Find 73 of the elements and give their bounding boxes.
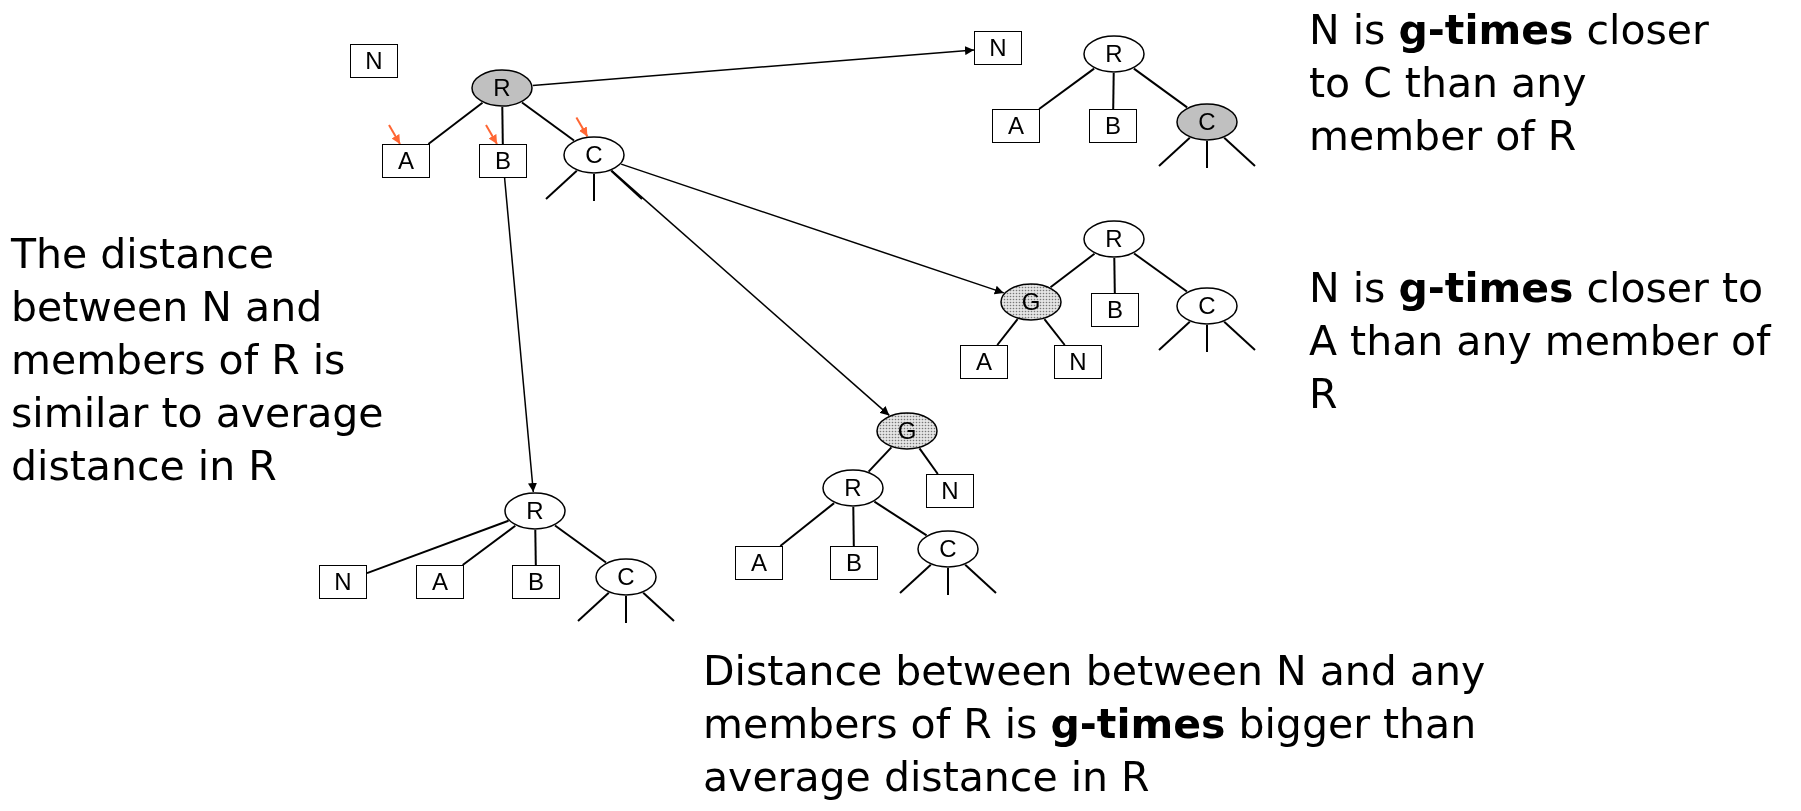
leaf-node: B <box>512 565 560 599</box>
internal-node: G <box>876 412 938 450</box>
pointer-arrow <box>485 124 498 145</box>
tree-branch <box>501 106 504 145</box>
tree-branch <box>461 524 517 566</box>
internal-node: C <box>563 136 625 174</box>
internal-node: C <box>1176 103 1238 141</box>
branch-stub <box>593 173 595 202</box>
tree-branch <box>1132 67 1189 109</box>
tree-branch <box>427 101 484 145</box>
tree-branch <box>521 101 575 142</box>
tree-branch <box>918 447 939 475</box>
pointer-arrow <box>575 116 589 138</box>
branch-stub <box>1206 324 1208 353</box>
leaf-node: A <box>735 546 783 580</box>
internal-node: R <box>1083 220 1145 258</box>
description-text: N is g-times closer to C than any member of R <box>1309 5 1709 162</box>
tree-branch <box>779 502 836 547</box>
tree-branch <box>867 446 893 473</box>
tree-branch <box>996 318 1019 346</box>
leaf-node: N <box>319 565 367 599</box>
tree-branch <box>852 506 855 547</box>
pointer-arrow <box>388 124 401 145</box>
branch-stub <box>1158 320 1191 351</box>
tree-branch <box>1043 318 1066 346</box>
leaf-node: A <box>960 345 1008 379</box>
branch-stub <box>1158 136 1191 167</box>
leaf-node: N <box>1054 345 1102 379</box>
tree-branch <box>873 500 928 537</box>
leaf-node: A <box>992 109 1040 143</box>
tree-branch <box>534 529 537 566</box>
leaf-node: B <box>830 546 878 580</box>
arrow <box>620 163 1005 295</box>
branch-stub <box>1223 136 1256 167</box>
leaf-node: B <box>479 144 527 178</box>
internal-node: G <box>1000 283 1062 321</box>
arrow <box>503 177 537 493</box>
arrow <box>531 46 975 87</box>
branch-stub <box>642 591 675 622</box>
tree-branch <box>1113 257 1116 294</box>
branch-stub <box>545 169 578 200</box>
branch-stub <box>899 563 932 594</box>
branch-stub <box>625 595 627 624</box>
branch-stub <box>577 591 610 622</box>
description-text: N is g-times closer to A than any member of R <box>1309 263 1773 420</box>
leaf-node: B <box>1089 109 1137 143</box>
leaf-node: B <box>1091 293 1139 327</box>
internal-node: C <box>1176 287 1238 325</box>
arrow <box>610 169 891 417</box>
description-text: Distance between between N and any members of R is g-times bigger than average distance in R <box>703 646 1487 803</box>
tree-branch <box>554 524 607 564</box>
tree-branch <box>1049 252 1096 289</box>
branch-stub <box>1223 320 1256 351</box>
leaf-node: N <box>974 31 1022 65</box>
branch-stub <box>1206 140 1208 169</box>
tree-branch <box>1038 67 1096 110</box>
internal-node: R <box>822 469 884 507</box>
branch-stub <box>947 567 949 596</box>
internal-node: R <box>504 492 566 530</box>
leaf-node: A <box>416 565 464 599</box>
leaf-node: N <box>926 474 974 508</box>
tree-branch <box>1112 72 1115 110</box>
internal-node: C <box>595 558 657 596</box>
internal-node: C <box>917 530 979 568</box>
branch-stub <box>964 563 997 594</box>
internal-node: R <box>1083 35 1145 73</box>
leaf-node: N <box>350 44 398 78</box>
leaf-node: A <box>382 144 430 178</box>
branch-stub <box>610 169 643 200</box>
tree-branch <box>366 519 510 575</box>
description-text: The distance between N and members of R is similar to average distance in R <box>11 229 385 492</box>
internal-node: R <box>471 69 533 107</box>
tree-branch <box>1133 252 1188 293</box>
